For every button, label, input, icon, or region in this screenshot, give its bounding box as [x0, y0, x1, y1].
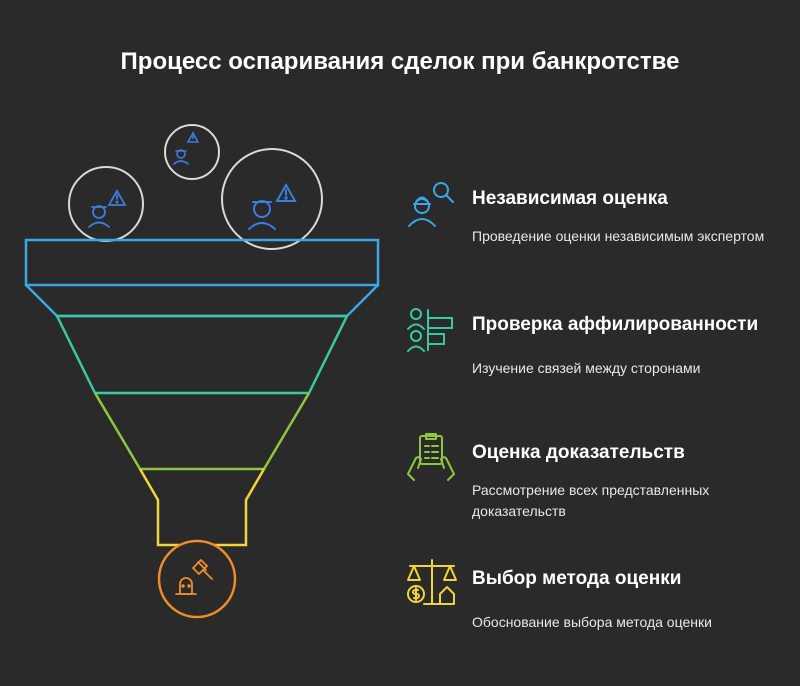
funnel-segment-4	[138, 468, 266, 547]
step-heading: Независимая оценка	[472, 188, 668, 209]
funnel-segment-3	[93, 392, 311, 471]
funnel-segment-1	[25, 284, 379, 318]
input-circle-left	[68, 166, 144, 242]
funnel-segment-2	[54, 314, 350, 395]
appraiser-search-icon	[408, 182, 454, 227]
scales-money-home-icon	[407, 559, 457, 605]
people-connection-icon	[407, 308, 453, 352]
person-warning-icon	[248, 182, 297, 230]
input-circle-large	[221, 148, 323, 250]
judge-gavel-icon	[175, 559, 213, 595]
output-circle	[157, 539, 237, 619]
step-description: Проведение оценки независимым экспертом	[472, 228, 765, 244]
step-heading: Проверка аффилированности	[472, 314, 759, 335]
step-heading: Выбор метода оценки	[472, 568, 682, 589]
input-circle-small	[164, 124, 220, 180]
funnel-rim	[24, 238, 380, 287]
person-warning-icon	[173, 131, 200, 165]
step-description: Рассмотрение всех представленных доказат…	[472, 482, 710, 519]
step-heading: Оценка доказательств	[472, 442, 685, 463]
step-description: Изучение связей между сторонами	[472, 360, 701, 376]
page-title: Процесс оспаривания сделок при банкротст…	[120, 48, 680, 75]
step-description: Обоснование выбора метода оценки	[472, 614, 712, 630]
document-hands-icon	[407, 433, 455, 481]
person-warning-icon	[88, 189, 127, 228]
